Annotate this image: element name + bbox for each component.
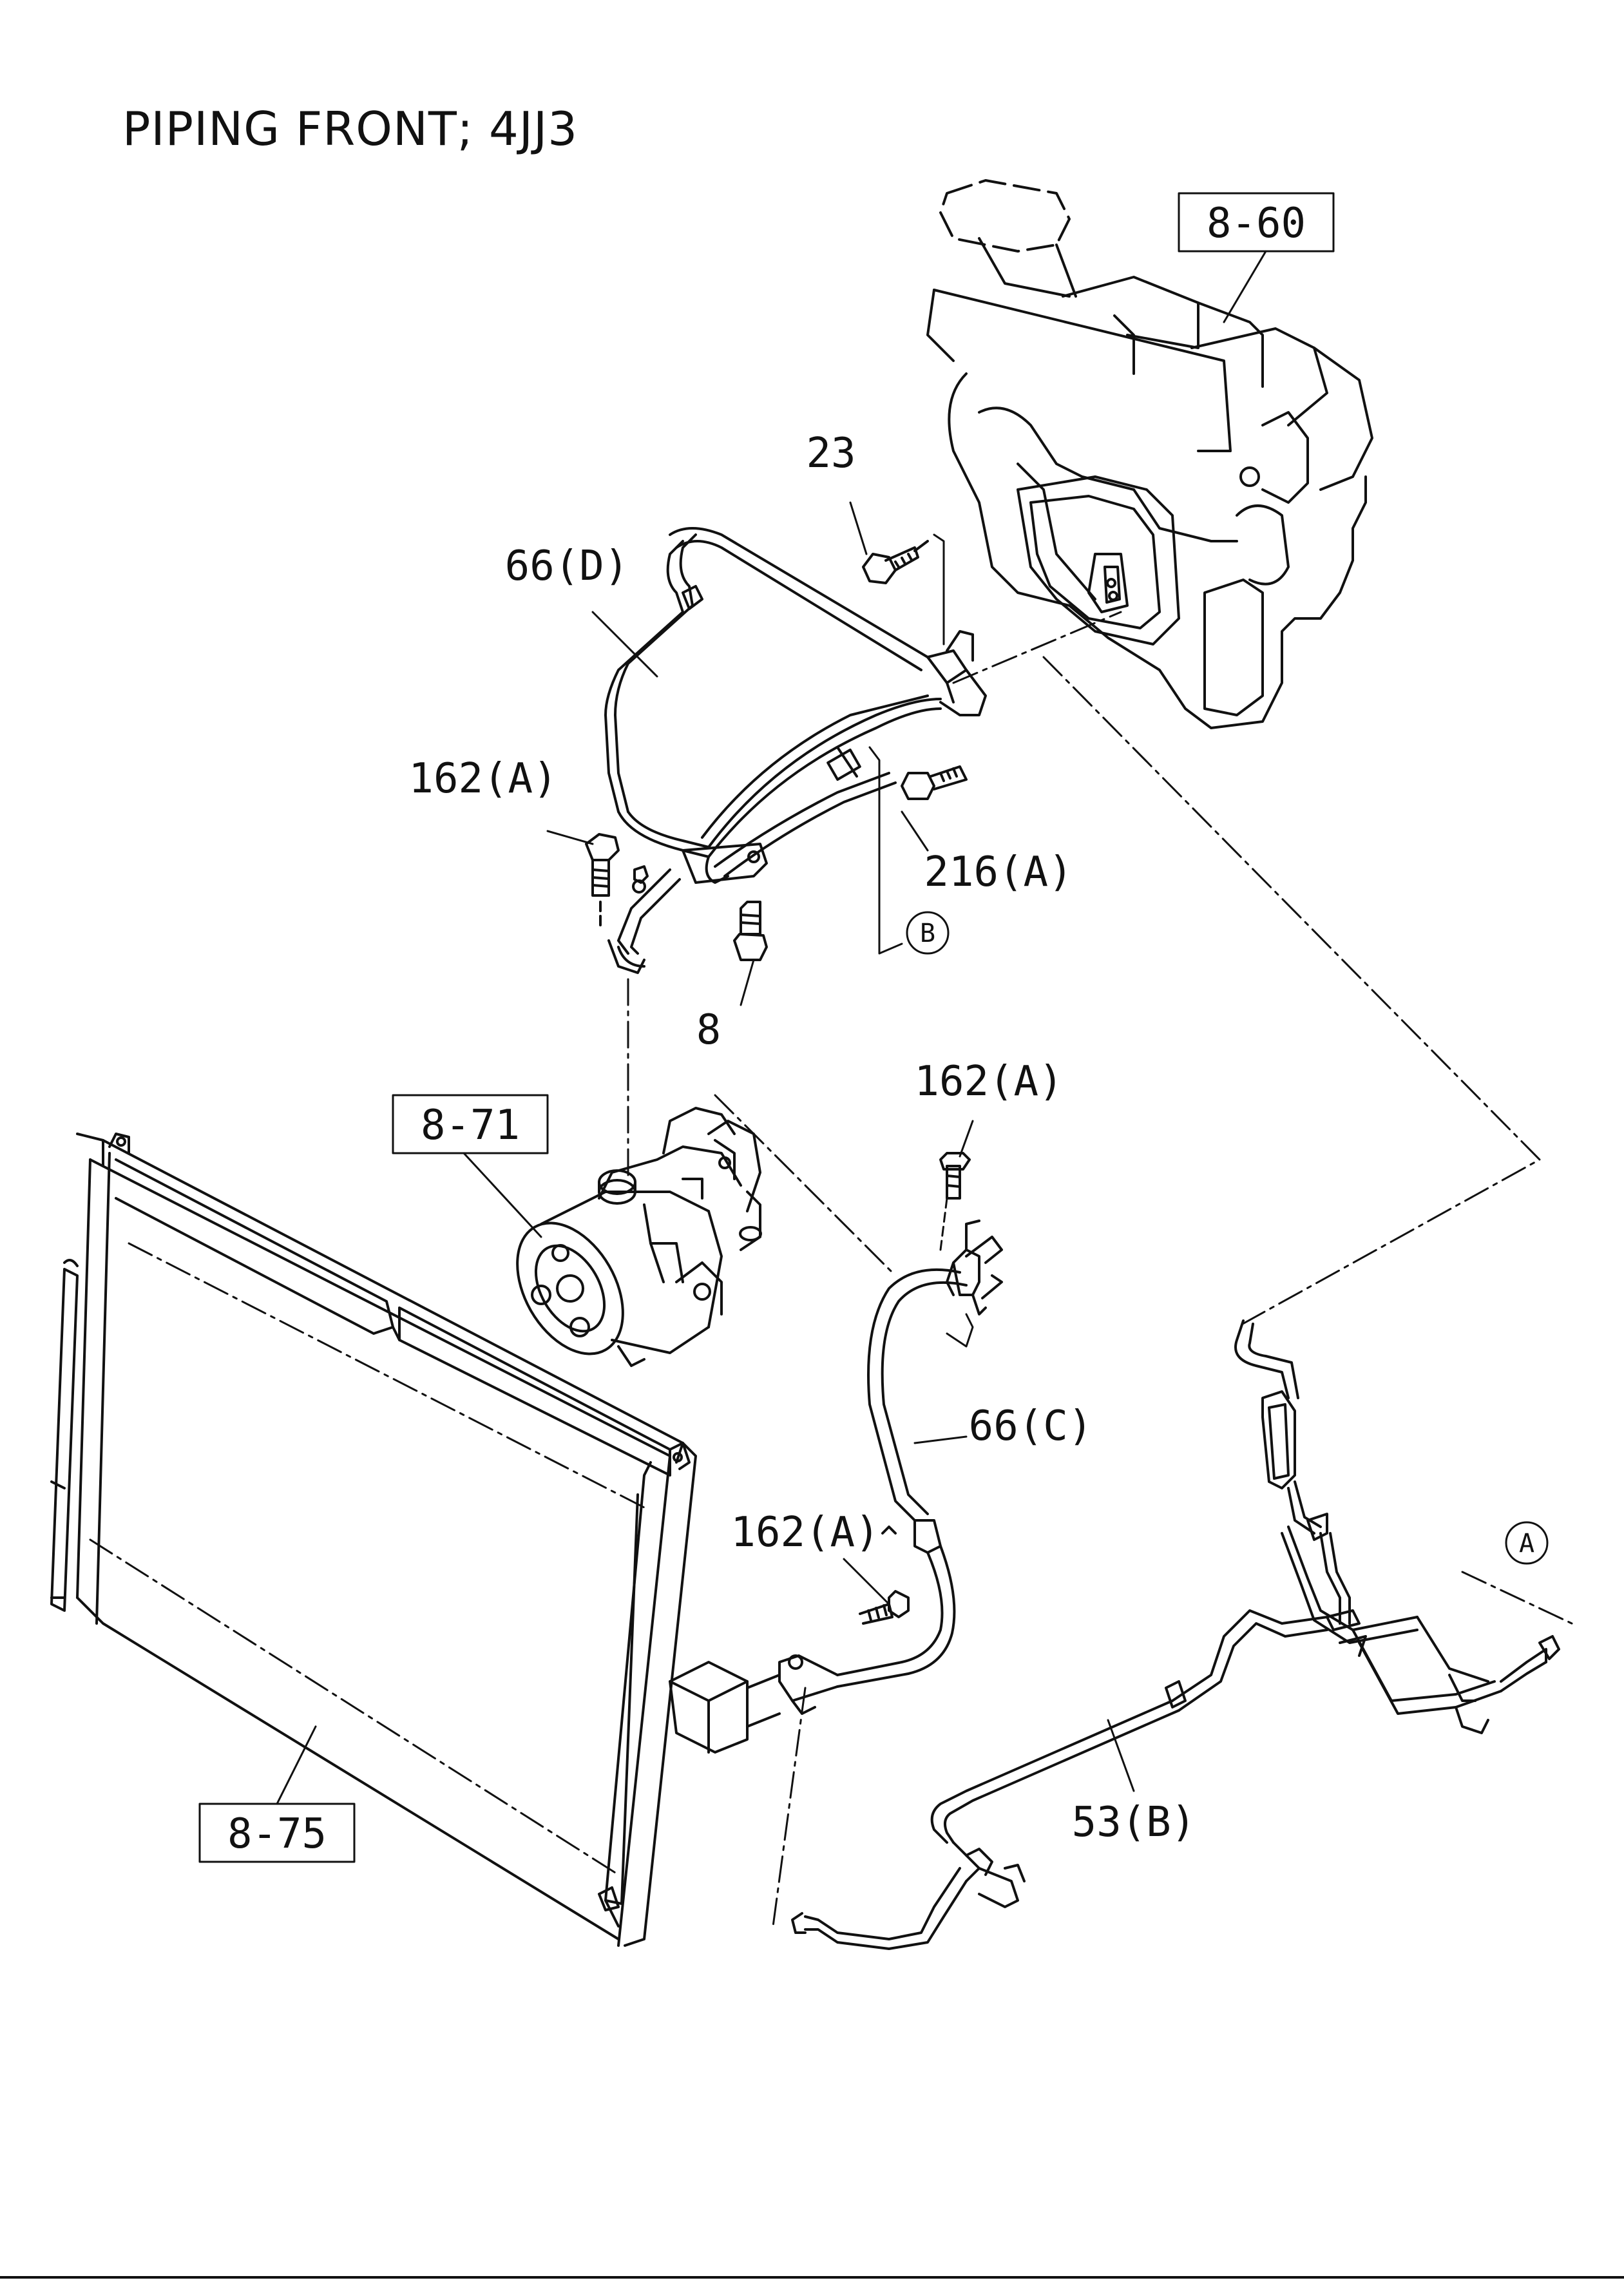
part-label-162a-lower: 162(A) [731, 1509, 879, 1556]
bolt-162a-lower [859, 1590, 910, 1625]
ref-box-heater [1178, 192, 1335, 253]
condenser [50, 1133, 781, 1947]
ref-box-compressor [392, 1094, 549, 1154]
bolt-misc [633, 865, 649, 884]
bolt-8 [733, 901, 768, 961]
part-label-66d: 66(D) [505, 542, 629, 590]
part-label-23: 23 [806, 430, 855, 477]
marker-b: B [920, 919, 935, 948]
part-label-53b: 53(B) [1072, 1799, 1196, 1846]
bracket-line-b [868, 746, 903, 955]
bolt-162a-hose [939, 1152, 971, 1251]
liquid-pipe-53b [791, 1319, 1560, 1950]
compressor [516, 1107, 762, 1367]
marker-b-circle [906, 911, 950, 955]
part-label-66c: 66(C) [969, 1402, 1093, 1450]
bracket-line-23 [933, 533, 945, 646]
ref-label-condenser: 8-75 [227, 1810, 327, 1858]
ref-label-heater: 8-60 [1207, 200, 1306, 247]
suction-pipe-66d [604, 527, 987, 974]
callout-leaders [276, 250, 1267, 1805]
heater-unit [926, 179, 1373, 729]
bolt-23 [862, 540, 929, 584]
part-label-8: 8 [696, 1006, 721, 1054]
bolt-216a [901, 765, 968, 800]
part-label-216a: 216(A) [924, 848, 1073, 896]
hose-band [881, 1526, 897, 1535]
marker-a: A [1519, 1529, 1534, 1558]
assembly-leader-lines [627, 611, 1573, 1928]
marker-a-circle [1505, 1521, 1549, 1565]
part-label-162a-upper: 162(A) [914, 1058, 1063, 1105]
diagram-title: PIPING FRONT; 4JJ3 [122, 102, 578, 156]
ref-label-compressor: 8-71 [421, 1102, 520, 1149]
discharge-hose-66c [778, 1220, 1003, 1715]
ref-box-condenser [198, 1803, 356, 1863]
part-label-162a-left: 162(A) [408, 755, 557, 803]
bolt-162a-upper [585, 833, 620, 929]
bracket-66c [946, 1313, 974, 1348]
